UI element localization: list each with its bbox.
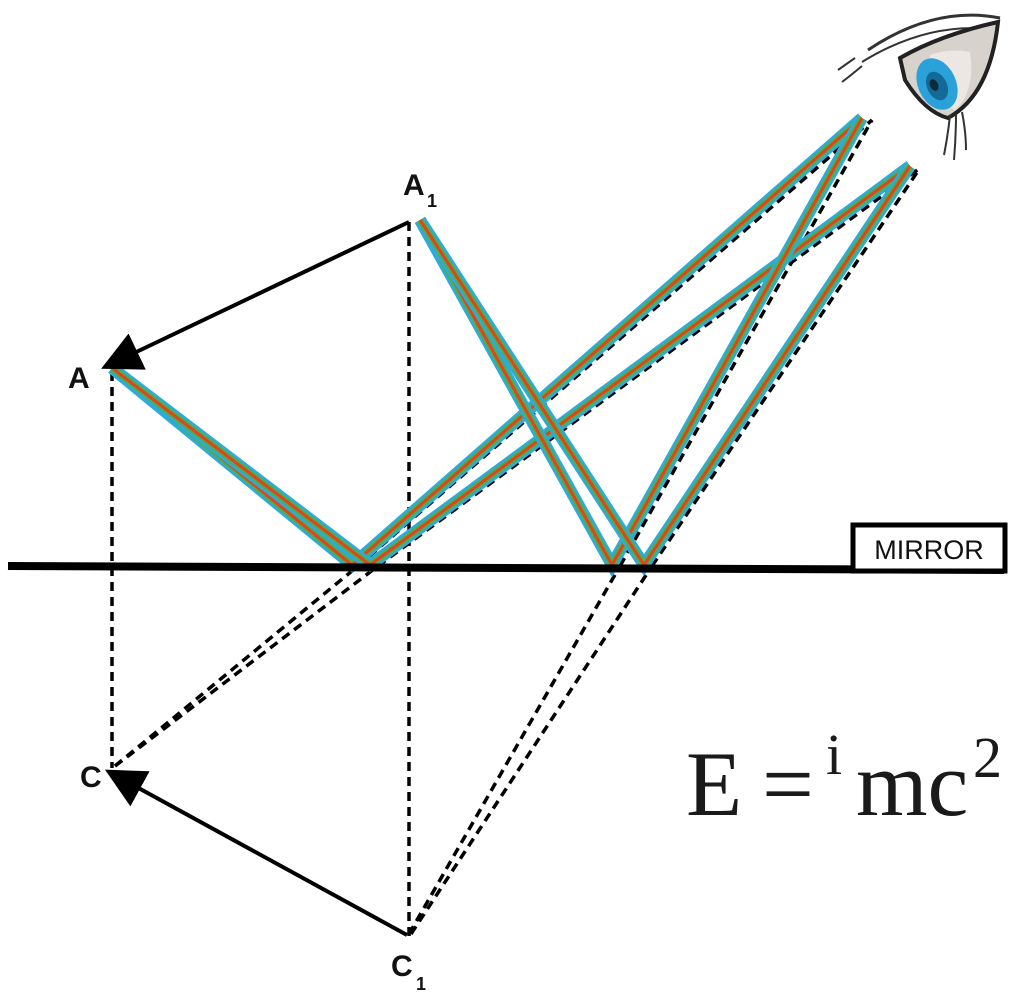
point-c1-subscript: 1 [416, 974, 426, 994]
light-rays [108, 113, 915, 578]
formula-power: 2 [973, 725, 1002, 790]
point-a1-label: A [403, 169, 425, 202]
mirror-label: MIRROR [874, 535, 984, 565]
dashed-ray-edge-3 [618, 119, 874, 567]
dashed-ray-edge-4 [650, 167, 922, 567]
point-c1-label: C [391, 950, 413, 983]
mirror-label-box: MIRROR [850, 522, 1008, 574]
dashed-c1-to-mirror-1 [407, 565, 622, 935]
formula-equals: = [762, 733, 814, 835]
point-a1-subscript: 1 [427, 191, 437, 211]
arrow-a1-to-a [101, 220, 410, 370]
formula-lhs: E [686, 733, 742, 835]
point-a-label: A [68, 362, 90, 395]
arrow-c1-to-c [104, 769, 408, 937]
dashed-c-to-mirror-1 [113, 564, 360, 768]
dashed-c1-to-mirror-2 [409, 565, 654, 935]
point-c-label: C [80, 761, 102, 794]
mirror-surface [7, 562, 1005, 574]
eye-icon [837, 13, 1001, 161]
formula-marker: i [826, 722, 842, 787]
formula-rhs: mc [856, 733, 968, 835]
dashed-c-to-mirror-2 [113, 564, 380, 768]
formula: E = i mc 2 [686, 722, 1002, 835]
